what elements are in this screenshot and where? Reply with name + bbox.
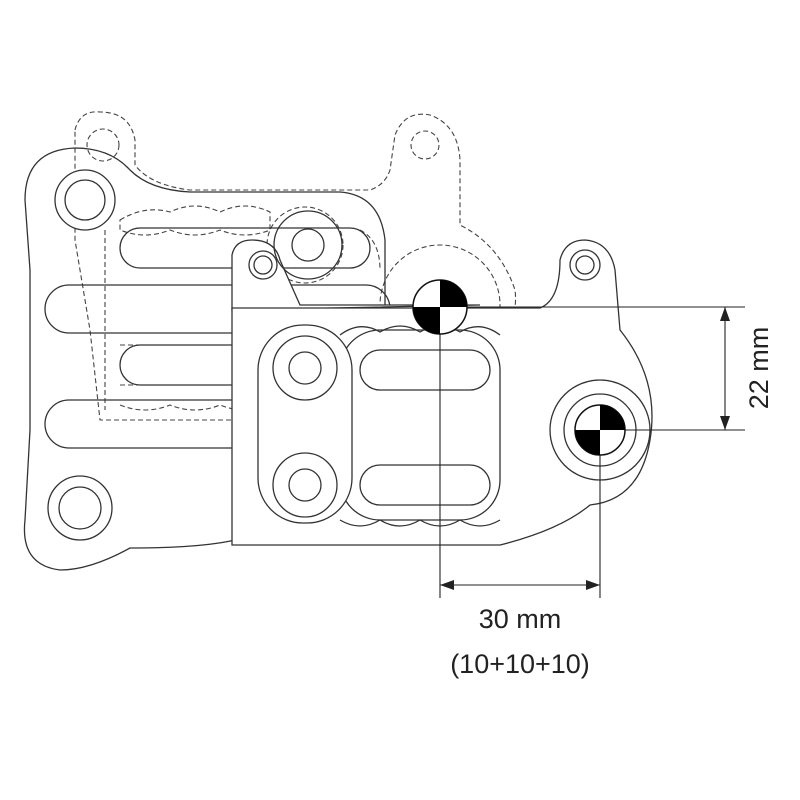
mount-hole-bottom-left (47, 475, 113, 541)
cg-marker-lower (574, 404, 626, 456)
vertical-dimension-label: 22 mm (744, 327, 774, 410)
horizontal-dimension-breakdown: (10+10+10) (450, 649, 590, 679)
cg-marker-upper (412, 279, 468, 335)
chain-link (257, 324, 353, 524)
tab-hole (569, 249, 601, 281)
link-pin-top (272, 335, 338, 401)
link-pin-bottom (272, 452, 338, 518)
horizontal-dimension-label: 30 mm (479, 604, 562, 634)
mount-hole-top-left (54, 169, 116, 231)
middle-plate (231, 210, 481, 311)
